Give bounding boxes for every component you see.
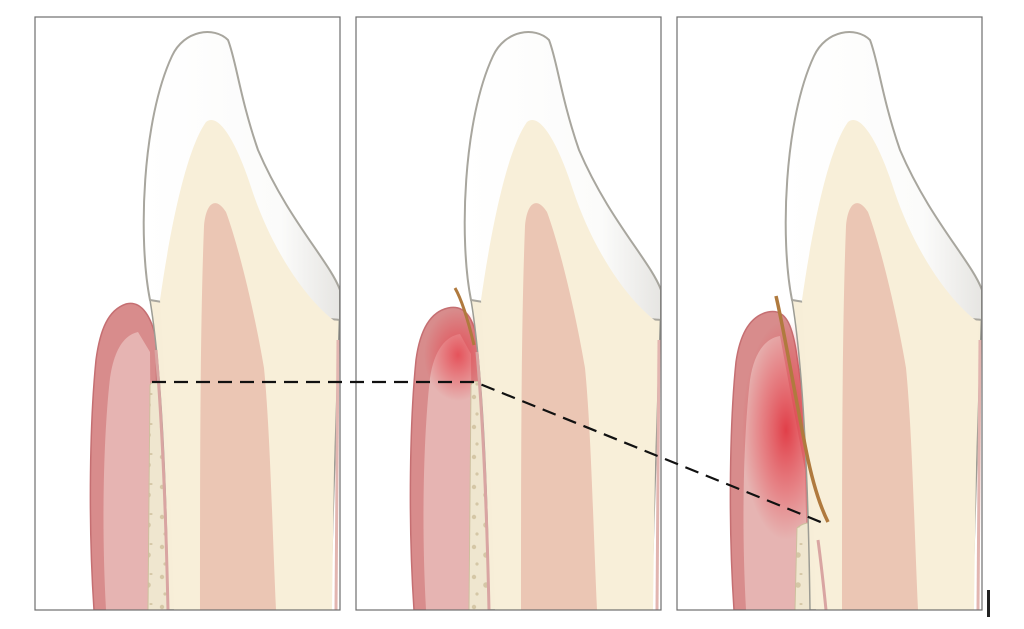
panel-3-periodontitis: [677, 17, 982, 610]
gum-inner: [103, 332, 152, 610]
tooth-pulp: [842, 203, 918, 610]
attachment-level-dashed-line: [152, 380, 829, 527]
tooth-pulp: [521, 203, 597, 610]
panel-3-border: [676, 16, 983, 611]
periodontal-ligament: [475, 351, 491, 610]
panel-2-gingivitis: [356, 17, 661, 610]
tooth-pulp: [200, 203, 276, 610]
panel-1-border: [34, 16, 341, 611]
gum-inner: [423, 334, 473, 610]
calculus-deposit: [774, 295, 830, 523]
edge-marker: [987, 590, 990, 617]
calculus-deposit: [453, 287, 476, 346]
periodontal-ligament: [816, 539, 828, 610]
panel-2-border: [355, 16, 662, 611]
panel-1-healthy: [35, 17, 340, 610]
periodontal-ligament: [154, 349, 170, 610]
